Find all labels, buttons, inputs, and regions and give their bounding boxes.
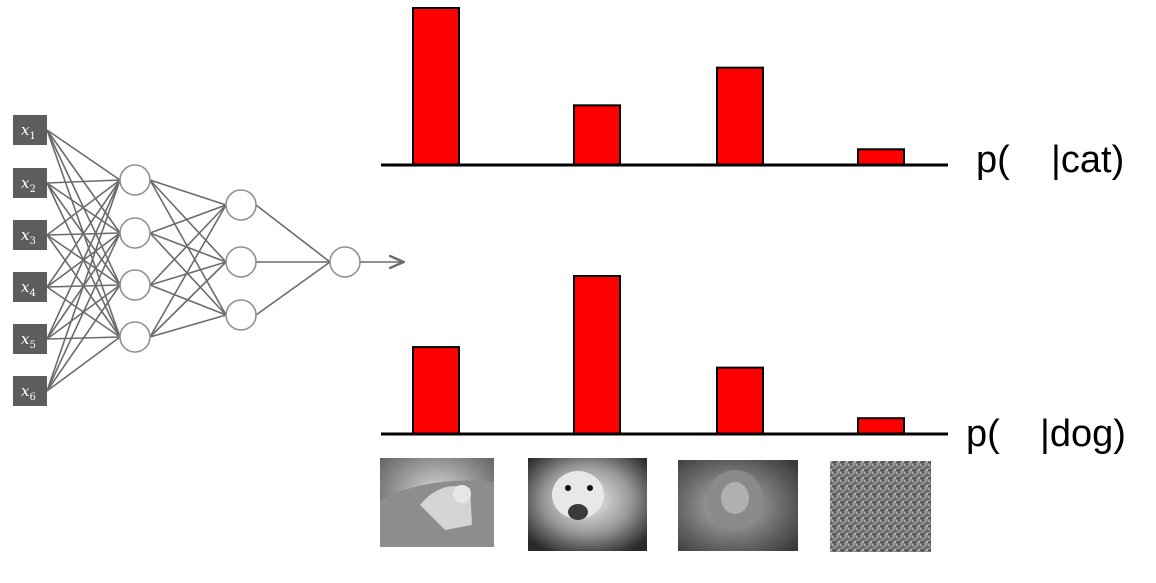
network-edge: [46, 179, 121, 288]
chart-label-left: p(: [976, 139, 1010, 181]
network-edge: [255, 204, 331, 263]
network-edge: [149, 314, 227, 338]
network-edge: [149, 179, 227, 263]
input-node-x5: x5: [13, 324, 47, 354]
input-layer: x1 x2 x3 x4 x5 x6: [13, 115, 47, 406]
input-label: x6: [21, 382, 36, 403]
network-edge: [46, 179, 121, 340]
network-edge: [46, 129, 121, 181]
network-edge: [255, 261, 331, 316]
noise-photo-icon: [830, 461, 931, 552]
neural-network: x1 x2 x3 x4 x5 x6: [13, 115, 402, 406]
network-edge: [46, 179, 121, 236]
network-edge: [149, 204, 227, 338]
bar-noise: [857, 417, 905, 436]
example-images: [380, 458, 931, 552]
hidden1-node-1: [119, 164, 151, 196]
input-node-x1: x1: [13, 115, 47, 145]
network-edge: [46, 284, 121, 392]
network-edge: [149, 261, 227, 286]
conditional-distributions: p( |cat) p( |dog): [381, 7, 1126, 455]
network-edge: [46, 336, 121, 392]
input-label: x1: [21, 121, 36, 142]
chart-p-given-dog: p( |dog): [381, 275, 1126, 455]
network-edge: [149, 204, 227, 234]
bar-cat: [412, 7, 460, 166]
bar-cat: [412, 346, 460, 436]
chart-p-given-cat: p( |cat): [381, 7, 1124, 181]
input-node-x4: x4: [13, 272, 47, 302]
hidden2-node-3: [225, 299, 257, 331]
dog-photo-icon: [528, 458, 647, 551]
chart-label-right: |dog): [1040, 413, 1126, 455]
network-edge: [149, 261, 227, 338]
monkey-photo-icon: [678, 460, 798, 551]
network-edges: [46, 129, 331, 392]
network-nodes: [119, 164, 361, 353]
network-edge: [46, 179, 121, 184]
bar-monkey: [716, 366, 764, 436]
input-node-x3: x3: [13, 220, 47, 250]
network-edge: [149, 179, 227, 206]
hidden1-node-2: [119, 217, 151, 249]
hidden2-node-2: [225, 246, 257, 278]
bar-monkey: [716, 66, 764, 166]
input-label: x5: [21, 330, 36, 351]
chart-label-left: p(: [966, 413, 1000, 455]
cat-photo-icon: [380, 458, 494, 547]
hidden2-node-1: [225, 189, 257, 221]
bar-dog: [573, 275, 621, 435]
network-edge: [149, 204, 227, 286]
bar-dog: [573, 104, 621, 166]
input-label: x3: [21, 226, 36, 247]
output-node: [329, 246, 361, 278]
input-label: x2: [21, 174, 36, 195]
input-node-x6: x6: [13, 376, 47, 406]
network-edge: [46, 232, 121, 392]
input-node-x2: x2: [13, 168, 47, 198]
hidden1-node-3: [119, 269, 151, 301]
input-label: x4: [21, 278, 36, 299]
bar-noise: [857, 148, 905, 167]
network-edge: [149, 232, 227, 263]
hidden1-node-4: [119, 321, 151, 353]
chart-label-right: |cat): [1051, 139, 1124, 181]
network-edge: [46, 179, 121, 392]
